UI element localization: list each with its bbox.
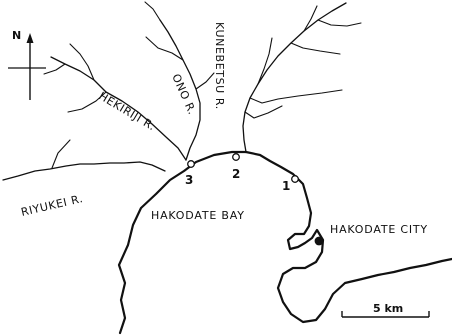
hekiriji-tributary-1 — [67, 91, 107, 113]
station-3-label: 3 — [185, 173, 193, 187]
kunebetsu-river-label: KUNEBETSU R. — [213, 22, 226, 110]
scale-label: 5 km — [373, 302, 403, 315]
hekiriji-tributary-3 — [43, 63, 66, 75]
hakodate-city-label: HAKODATE CITY — [330, 223, 428, 236]
ono-tributary-2 — [195, 72, 215, 90]
ono-tributary-3 — [144, 1, 161, 21]
station-2-marker — [232, 153, 240, 161]
hekiriji-tributary-2 — [69, 43, 95, 81]
hekiriji-river — [50, 56, 187, 161]
north-label: N — [12, 29, 21, 42]
station-1-marker — [291, 175, 299, 183]
kunebetsu-tributary-4 — [290, 42, 341, 55]
kunebetsu-tributary-5 — [303, 5, 318, 32]
kunebetsu-tributary-2 — [244, 105, 283, 119]
station-2-label: 2 — [232, 167, 240, 181]
scale-bar — [341, 311, 430, 318]
station-1-label: 1 — [282, 179, 290, 193]
north-arrow-icon — [8, 33, 46, 100]
kunebetsu-tributary-3 — [249, 89, 343, 104]
hakodate-city-marker — [314, 236, 324, 246]
ono-tributary-1 — [145, 36, 184, 61]
coastline-east — [244, 150, 452, 324]
riyukei-river — [2, 161, 166, 181]
hekiriji-river-label: HEKIRIJI R. — [96, 89, 157, 133]
kunebetsu-tributary-6 — [317, 19, 362, 27]
station-3-marker — [187, 160, 195, 168]
coastline-west — [117, 150, 248, 335]
kunebetsu-tributary-1 — [257, 37, 273, 85]
hakodate-bay-label: HAKODATE BAY — [151, 209, 245, 222]
riyukei-river-label: RIYUKEI R. — [20, 192, 85, 219]
riyukei-tributary — [51, 139, 71, 169]
ono-river-label: ONO R. — [169, 72, 199, 117]
